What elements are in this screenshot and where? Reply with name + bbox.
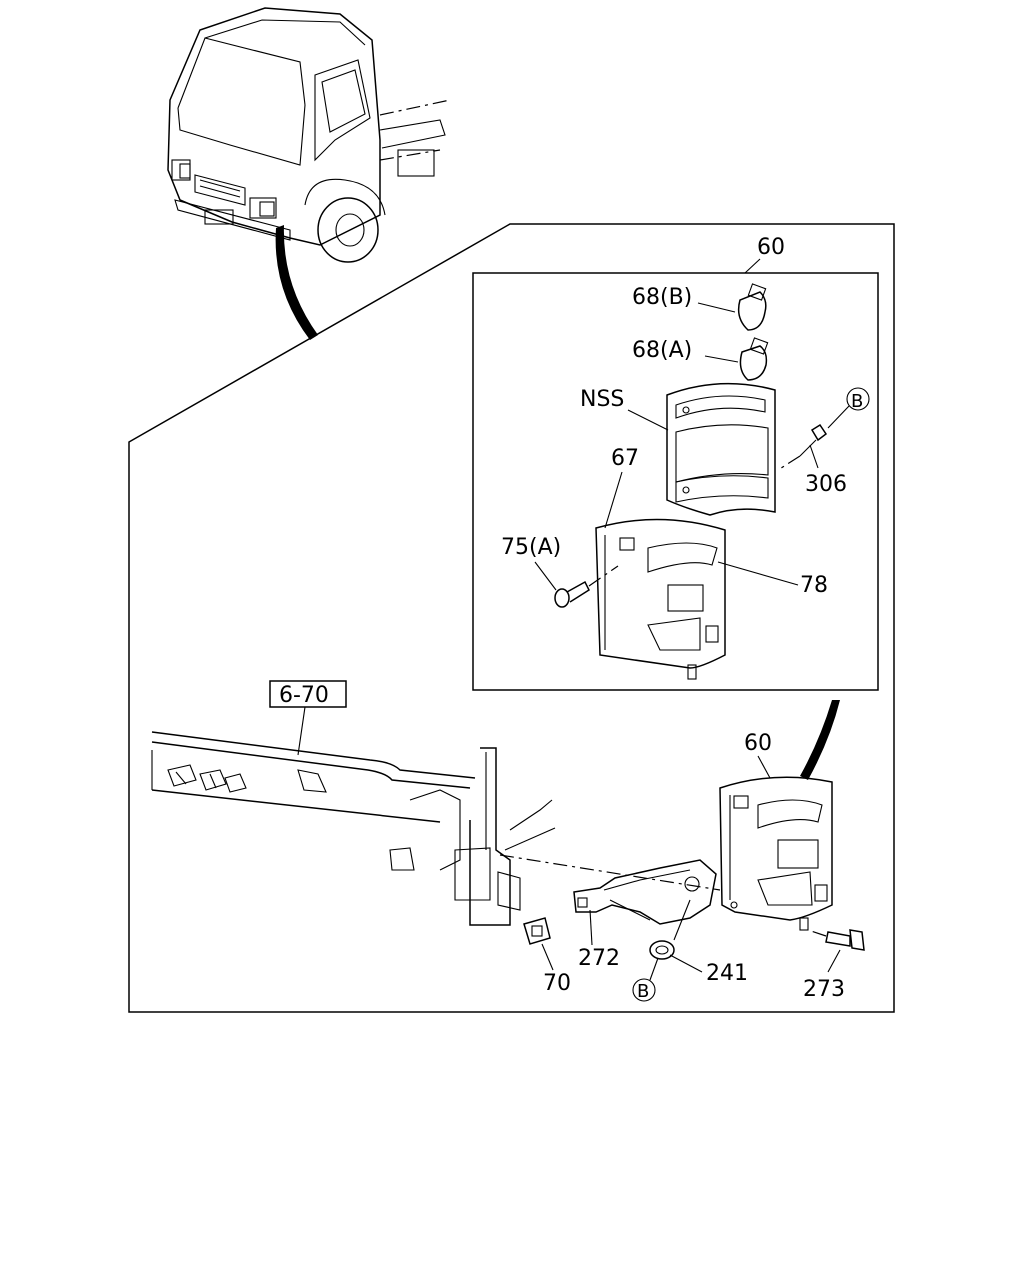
label-68b: 68(B): [632, 285, 692, 310]
label-241: 241: [706, 961, 748, 986]
label-78: 78: [800, 573, 828, 598]
label-67: 67: [611, 446, 639, 471]
label-nss: NSS: [580, 387, 624, 412]
label-60-top: 60: [757, 235, 785, 260]
bolt-273: 273: [803, 929, 865, 1002]
grommet-241: 241 B: [632, 899, 748, 1002]
label-6-70: 6-70: [279, 683, 329, 708]
exploded-view-box: [472, 272, 879, 691]
chassis-frame: 6-70: [151, 680, 721, 926]
truck-illustration: [167, 7, 451, 340]
label-60-bottom: 60: [744, 731, 772, 756]
bracket-272: 272: [573, 859, 717, 971]
lamp-lens: 78: [595, 518, 828, 680]
detail-frame: [128, 223, 895, 1013]
label-70: 70: [543, 971, 571, 996]
label-b-bottom: B: [637, 981, 649, 1002]
clip-70: 70: [523, 917, 571, 996]
bulb-68b: 68(B): [632, 283, 767, 331]
label-306: 306: [805, 472, 847, 497]
label-75a: 75(A): [501, 535, 561, 560]
label-273: 273: [803, 977, 845, 1002]
bulb-68a: 68(A): [632, 337, 769, 381]
screw-75a: 75(A): [501, 535, 619, 608]
pointer-arrow: [800, 700, 840, 780]
ref-box: [269, 680, 347, 708]
label-68a: 68(A): [632, 338, 692, 363]
screw-306: B 306: [777, 387, 870, 497]
label-b-top: B: [851, 391, 863, 412]
label-272: 272: [578, 946, 620, 971]
installed-lamp-60: 60: [719, 731, 833, 931]
lamp-housing: NSS: [580, 382, 776, 516]
